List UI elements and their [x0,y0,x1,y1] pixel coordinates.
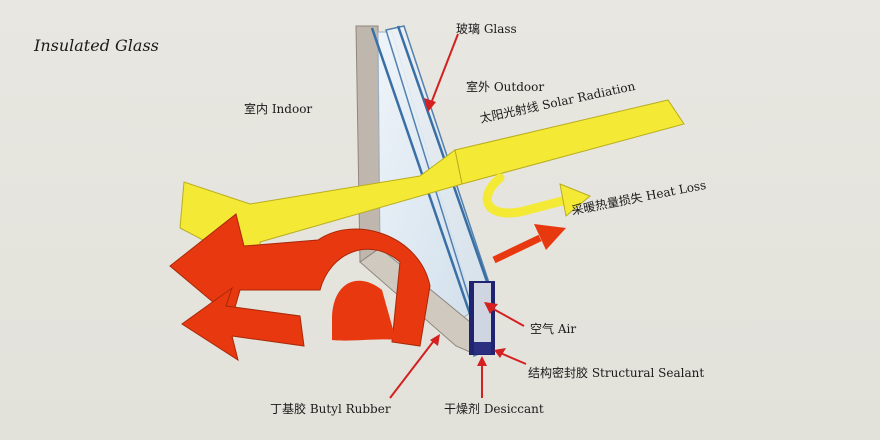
heat-loss-arrow-lower [332,280,396,341]
glass-pointer [429,33,459,107]
air-pointer-head [484,302,498,314]
heat-loss-arrow-outdoor [492,234,542,264]
label-indoor: 室内 Indoor [244,102,313,116]
desiccant-fill [474,342,491,354]
pointer-arrows [389,33,527,399]
label-butyl-rubber: 丁基胶 Butyl Rubber [270,402,391,416]
desiccant-pointer-head [477,356,487,366]
label-outdoor: 室外 Outdoor [466,80,545,94]
label-air: 空气 Air [530,322,577,336]
butyl-pointer [389,337,437,399]
inner-glass-frame [355,25,381,263]
heat-loss-arrow-lower-tail [181,286,305,362]
reflection-arrow-head [559,183,591,217]
butyl-pointer-head [430,334,440,346]
heat-loss-arrow-indoor [169,213,431,347]
heat-loss-arrow-outdoor-head [534,224,566,250]
diagram-title: Insulated Glass [34,36,159,55]
label-glass: 玻璃 Glass [456,22,517,36]
air-pointer [487,305,525,327]
pointer-heads [424,98,506,366]
sealant-pointer-head [494,348,506,358]
reflection-arrow [482,173,571,218]
label-structural-sealant: 结构密封胶 Structural Sealant [528,366,705,380]
glass-pointer-head [424,98,436,112]
sealant-pointer [497,351,527,365]
label-desiccant: 干燥剂 Desiccant [444,402,544,416]
